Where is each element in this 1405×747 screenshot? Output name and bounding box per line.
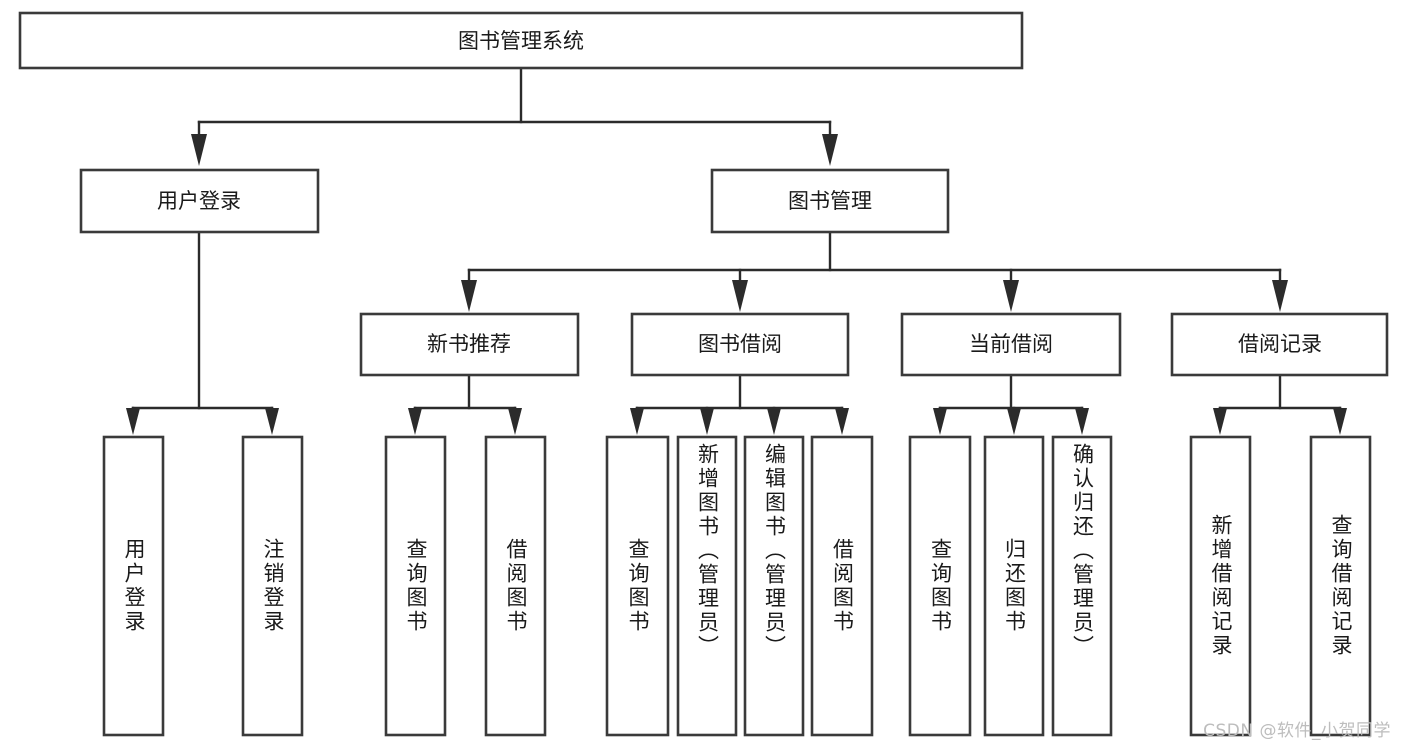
node-current-borrow[interactable]: 当前借阅 — [900, 312, 1122, 377]
arrowhead-bookmgmt — [822, 134, 838, 166]
leaf-box-add-borrow-record[interactable] — [1189, 435, 1252, 737]
node-user-login-box[interactable] — [79, 168, 320, 234]
node-current-borrow-label: 当前借阅 — [969, 332, 1053, 356]
leaf-boxes — [102, 435, 1372, 737]
node-book-management-label: 图书管理 — [788, 189, 872, 213]
leaf-box-query-book-current[interactable] — [908, 435, 972, 737]
node-current-borrow-box[interactable] — [900, 312, 1122, 377]
arrowhead-record-leaf-2 — [1333, 408, 1347, 435]
edge-group-borrow-record — [1213, 373, 1347, 435]
csdn-watermark: CSDN @软件_小贺同学 — [1203, 721, 1391, 741]
node-new-book-recommend-label: 新书推荐 — [427, 332, 511, 356]
node-book-management[interactable]: 图书管理 — [710, 168, 950, 234]
node-borrow-record-label: 借阅记录 — [1238, 332, 1322, 356]
node-book-management-box[interactable] — [710, 168, 950, 234]
arrowhead-borrow — [732, 280, 748, 312]
leaf-box-add-book-admin[interactable] — [676, 435, 738, 737]
node-new-book-recommend-box[interactable] — [359, 312, 580, 377]
arrowhead-newbook-leaf-1 — [408, 408, 422, 435]
arrowhead-borrow-leaf-1 — [630, 408, 644, 435]
arrowhead-borrow-leaf-3 — [767, 408, 781, 435]
leaf-box-confirm-return-admin[interactable] — [1051, 435, 1113, 737]
node-borrow-record[interactable]: 借阅记录 — [1170, 312, 1389, 377]
node-borrow-record-box[interactable] — [1170, 312, 1389, 377]
leaf-box-query-borrow-record[interactable] — [1309, 435, 1372, 737]
leaf-box-borrow-book[interactable] — [810, 435, 874, 737]
arrowhead-current-leaf-1 — [933, 408, 947, 435]
node-book-borrow[interactable]: 图书借阅 — [630, 312, 850, 377]
leaf-box-user-login[interactable] — [102, 435, 165, 737]
arrowhead-login — [191, 134, 207, 166]
arrowhead-current — [1003, 280, 1019, 312]
node-root-label: 图书管理系统 — [458, 29, 584, 53]
arrowhead-newbook-leaf-2 — [508, 408, 522, 435]
node-user-login[interactable]: 用户登录 — [79, 168, 320, 234]
node-user-login-label: 用户登录 — [157, 189, 241, 213]
arrowhead-record — [1272, 280, 1288, 312]
arrowhead-record-leaf-1 — [1213, 408, 1227, 435]
edge-group-current-borrow — [933, 373, 1089, 435]
edge-group-user-login — [126, 230, 279, 435]
arrowhead-newbook — [461, 280, 477, 312]
leaf-box-logout[interactable] — [241, 435, 304, 737]
edge-group-book-management — [461, 230, 1288, 312]
leaf-box-query-book-borrow[interactable] — [605, 435, 670, 737]
edge-group-new-book — [408, 373, 522, 435]
node-book-borrow-label: 图书借阅 — [698, 332, 782, 356]
node-root-box[interactable] — [18, 11, 1024, 70]
arrowhead-current-leaf-3 — [1075, 408, 1089, 435]
leaf-box-query-book-new[interactable] — [384, 435, 447, 737]
arrowhead-login-leaf-2 — [265, 408, 279, 435]
leaf-box-edit-book-admin[interactable] — [743, 435, 805, 737]
node-book-borrow-box[interactable] — [630, 312, 850, 377]
leaf-box-return-book[interactable] — [983, 435, 1045, 737]
arrowhead-borrow-leaf-2 — [700, 408, 714, 435]
node-new-book-recommend[interactable]: 新书推荐 — [359, 312, 580, 377]
arrowhead-current-leaf-2 — [1007, 408, 1021, 435]
edge-group-book-borrow — [630, 373, 849, 435]
node-root[interactable]: 图书管理系统 — [18, 11, 1024, 70]
arrowhead-login-leaf-1 — [126, 408, 140, 435]
edge-group-root — [191, 66, 838, 166]
arrowhead-borrow-leaf-4 — [835, 408, 849, 435]
leaf-box-borrow-book-new[interactable] — [484, 435, 547, 737]
